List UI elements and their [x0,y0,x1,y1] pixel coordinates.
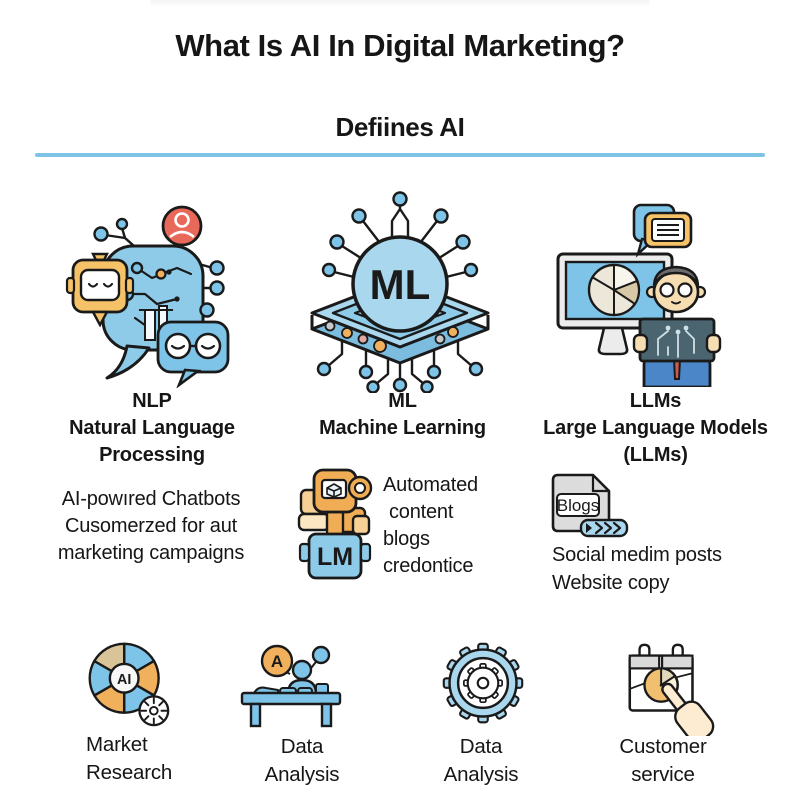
llm-monitor-icon [542,197,757,387]
blogs-document-icon: Blogs [545,470,630,542]
goggle-chat-bubble-icon [156,320,230,388]
chip-label: ML [370,261,431,308]
small-gear-icon [138,695,170,727]
desc-line: Website copy [552,572,670,594]
label-line: Research [86,761,173,784]
desc-line: credontice [383,555,474,577]
user-avatar-icon [161,205,203,247]
lm-robot-icon: LM [297,464,382,584]
a-badge-label: A [271,652,283,671]
data-analysis-gear-label: Data Analysis [421,733,541,789]
desc-line: Automated [383,474,478,496]
robot-label: LM [317,543,353,571]
page-subtitle: Defiines AI [335,112,465,142]
divider-line [35,153,765,157]
heading-line: ML [388,390,417,412]
ml-description: Automated content blogs credontice [383,472,513,580]
nlp-chatbot-icon [65,198,240,388]
label-line: Data Analysis [264,735,340,786]
desc-line: AI-powıred Chatbots [61,488,241,510]
heading-line: LLMs [629,390,682,412]
llm-heading: LLMs Large Language Models (LLMs) [533,388,778,469]
robot-chat-bubble-icon [65,252,135,328]
data-analysis-gear-icon [438,640,528,728]
label-line: Market [86,733,148,756]
doc-label: Blogs [557,496,600,515]
heading-line: Large Language Models [543,417,768,439]
page-title: What Is AI In Digital Marketing? [175,28,625,63]
pointing-hand-icon [661,682,715,736]
message-bubble-icon [632,203,693,258]
desc-line: content [389,501,454,523]
heading-line: NLP [132,390,172,412]
label-line: Data Analysis [443,735,519,786]
market-research-label: Market Research [86,731,226,787]
customer-service-calendar-icon [618,638,716,736]
ml-heading: ML Machine Learning [285,388,520,442]
heading-line: Processing [99,444,205,466]
ml-chip-icon: ML [300,188,500,393]
heading-line: Natural Language [69,417,235,439]
analyst-person-icon [632,265,722,387]
desc-line: blogs [383,528,430,550]
desc-line: Cusomerzed for aut [64,515,238,537]
nlp-heading: NLP Natural Language Processing [32,388,272,469]
pie-center-label: AI [117,672,131,688]
market-research-pie-icon: AI [84,638,172,729]
desc-line: Social medim posts [552,544,722,566]
label-line: Customer service [619,735,707,786]
desc-line: marketing campaigns [57,542,245,564]
nlp-description: AI-powıred Chatbots Cusomerzed for aut m… [40,486,262,567]
heading-line: (LLMs) [623,444,688,466]
data-analysis-person-label: Data Analysis [242,733,362,789]
data-analysis-person-icon: A [238,644,346,732]
monitor-icon [556,252,674,356]
llm-description: Social medim posts Website copy [552,541,762,597]
heading-line: Machine Learning [319,417,486,439]
customer-service-label: Customer service [585,733,741,789]
cropped-text-artifact [150,0,650,7]
